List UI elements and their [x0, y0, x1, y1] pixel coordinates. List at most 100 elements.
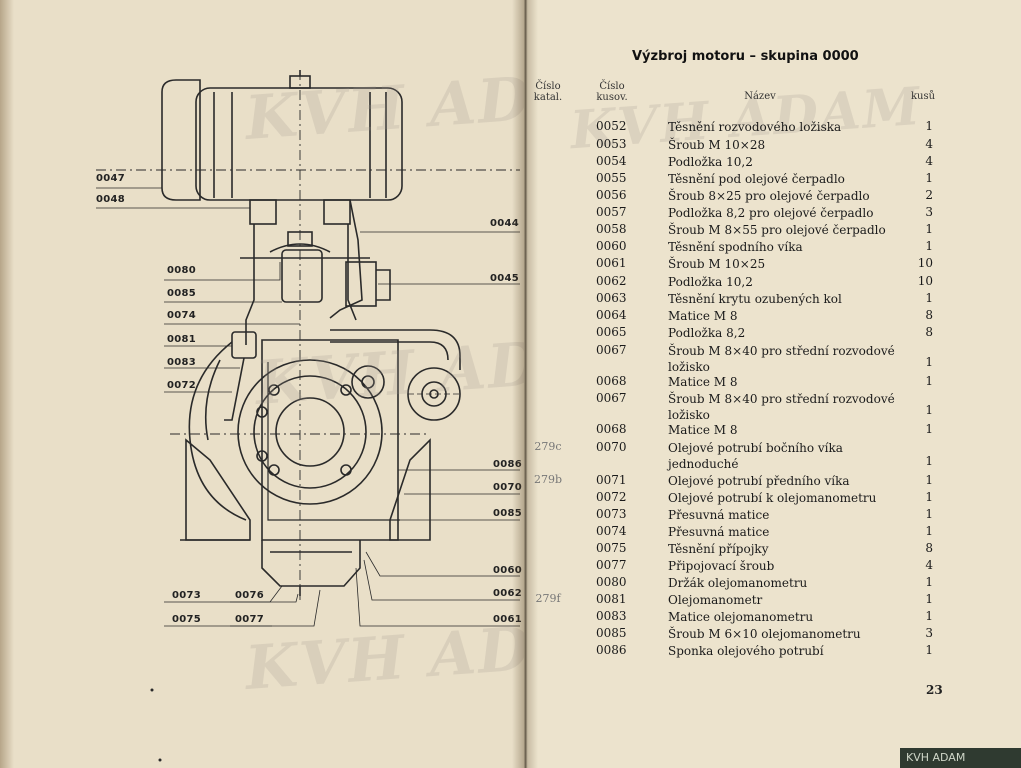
column-header-nazev: Název — [744, 91, 776, 102]
diagram-label: 0075 — [172, 614, 202, 625]
quantity-cell: 1 — [925, 239, 933, 253]
part-number-cell: 0067 — [596, 343, 627, 357]
part-number-cell: 0074 — [596, 524, 627, 538]
part-number-cell: 0053 — [596, 137, 627, 151]
column-header-kat: Číslo katal. — [533, 81, 563, 103]
column-header-kusov: Číslo kusov. — [596, 81, 628, 103]
part-name-cell: Olejové potrubí předního víka — [668, 474, 850, 488]
diagram-label: 0080 — [167, 265, 197, 276]
page-edge-shadow — [0, 0, 14, 768]
diagram-label: 0072 — [167, 380, 197, 391]
diagram-label: 0086 — [493, 459, 523, 470]
part-name-cell: Podložka 10,2 — [668, 155, 753, 169]
quantity-cell: 1 — [925, 507, 933, 521]
diagram-label: 0045 — [490, 273, 520, 284]
quantity-cell: 8 — [925, 541, 933, 555]
part-name-cell: Těsnění rozvodového ložiska — [668, 120, 842, 134]
part-number-cell: 0068 — [596, 422, 627, 436]
quantity-cell: 1 — [925, 592, 933, 606]
quantity-cell: 2 — [925, 188, 933, 202]
part-name-cell: Šroub M 8⨯40 pro střední rozvodové ložis… — [668, 344, 895, 374]
part-number-cell: 0054 — [596, 154, 627, 168]
part-number-cell: 0073 — [596, 507, 627, 521]
quantity-cell: 1 — [925, 119, 933, 133]
tank-end-cap — [161, 79, 201, 201]
part-number-cell: 0083 — [596, 609, 627, 623]
diagram-label: 0048 — [96, 194, 126, 205]
diagram-label: 0061 — [493, 614, 523, 625]
diagram-label: 0062 — [493, 588, 523, 599]
left-page: KVH ADAM KVH ADAM KVH ADAM 0047 0048 004… — [0, 0, 661, 768]
table-row: 0073 Přesuvná matice 1 — [530, 507, 940, 524]
part-number-cell: 0071 — [596, 473, 627, 487]
part-number-cell: 0064 — [596, 308, 627, 322]
part-number-cell: 0077 — [596, 558, 627, 572]
quantity-cell: 1 — [925, 609, 933, 623]
engine-drawing — [96, 70, 520, 762]
part-number-cell: 0062 — [596, 274, 627, 288]
part-name-cell: Šroub 8⨯25 pro olejové čerpadlo — [668, 189, 870, 203]
quantity-cell: 1 — [925, 291, 933, 305]
table-row: 0077 Připojovací šroub 4 — [530, 558, 940, 575]
quantity-cell: 1 — [925, 473, 933, 487]
column-header-kusu: kusů — [910, 91, 936, 102]
part-name-cell: Olejomanometr — [668, 593, 763, 607]
quantity-cell: 1 — [925, 355, 933, 369]
quantity-cell: 4 — [925, 137, 933, 151]
part-name-cell: Přesuvná matice — [668, 508, 770, 522]
corner-watermark: KVH ADAM — [900, 748, 1021, 768]
quantity-cell: 1 — [925, 403, 933, 417]
part-number-cell: 0070 — [596, 440, 627, 454]
part-name-cell: Matice M 8 — [668, 309, 738, 323]
part-number-cell: 0081 — [596, 592, 627, 606]
diagram-label: 0081 — [167, 334, 197, 345]
part-name-cell: Připojovací šroub — [668, 559, 775, 573]
diagram-label: 0044 — [490, 218, 520, 229]
quantity-cell: 1 — [925, 575, 933, 589]
part-name-cell: Těsnění krytu ozubených kol — [668, 292, 842, 306]
diagram-label: 0085 — [167, 288, 197, 299]
quantity-cell: 1 — [925, 374, 933, 388]
quantity-cell: 1 — [925, 422, 933, 436]
part-name-cell: Sponka olejového potrubí — [668, 644, 824, 658]
page-title: Výzbroj motoru – skupina 0000 — [632, 49, 859, 64]
part-name-cell: Podložka 10,2 — [668, 275, 753, 289]
quantity-cell: 8 — [925, 325, 933, 339]
catalog-number-cell: 279f — [535, 592, 561, 605]
book-gutter — [512, 0, 538, 768]
part-name-cell: Matice M 8 — [668, 375, 738, 389]
quantity-cell: 1 — [925, 643, 933, 657]
part-number-cell: 0052 — [596, 119, 627, 133]
quantity-cell: 1 — [925, 222, 933, 236]
part-number-cell: 0060 — [596, 239, 627, 253]
quantity-cell: 8 — [925, 308, 933, 322]
part-number-cell: 0055 — [596, 171, 627, 185]
part-name-cell: Těsnění pod olejové čerpadlo — [668, 172, 845, 186]
table-row: 0064 Matice M 8 8 — [530, 308, 940, 325]
part-name-cell: Podložka 8,2 — [668, 326, 746, 340]
oil-gauge — [231, 331, 257, 359]
part-name-cell: Těsnění přípojky — [668, 542, 769, 556]
part-number-cell: 0067 — [596, 391, 627, 405]
page-number: 23 — [926, 683, 943, 697]
part-number-cell: 0072 — [596, 490, 627, 504]
part-number-cell: 0061 — [596, 256, 627, 270]
diagram-label: 0060 — [493, 565, 523, 576]
part-number-cell: 0075 — [596, 541, 627, 555]
quantity-cell: 4 — [925, 558, 933, 572]
